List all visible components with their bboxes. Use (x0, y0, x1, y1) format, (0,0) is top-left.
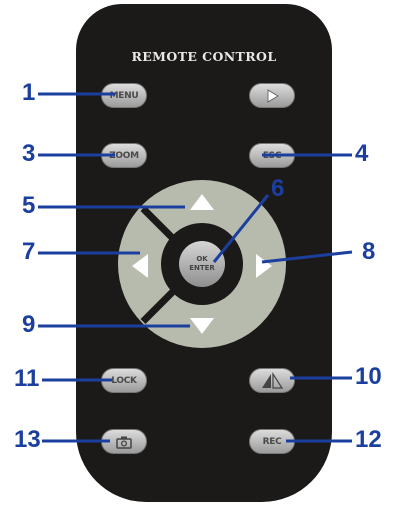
callout-4: 4 (355, 141, 368, 167)
callout-7: 7 (22, 239, 35, 265)
callout-3: 3 (22, 141, 35, 167)
callout-8: 8 (362, 239, 375, 265)
callout-6: 6 (271, 176, 284, 202)
callout-12: 12 (355, 427, 382, 453)
callout-10: 10 (355, 364, 382, 390)
leader-line-8 (262, 252, 352, 262)
callout-13: 13 (14, 427, 41, 453)
callout-9: 9 (22, 312, 35, 338)
callout-5: 5 (22, 193, 35, 219)
callout-1: 1 (22, 80, 35, 106)
leader-line-6 (214, 195, 268, 262)
callout-11: 11 (14, 366, 39, 392)
